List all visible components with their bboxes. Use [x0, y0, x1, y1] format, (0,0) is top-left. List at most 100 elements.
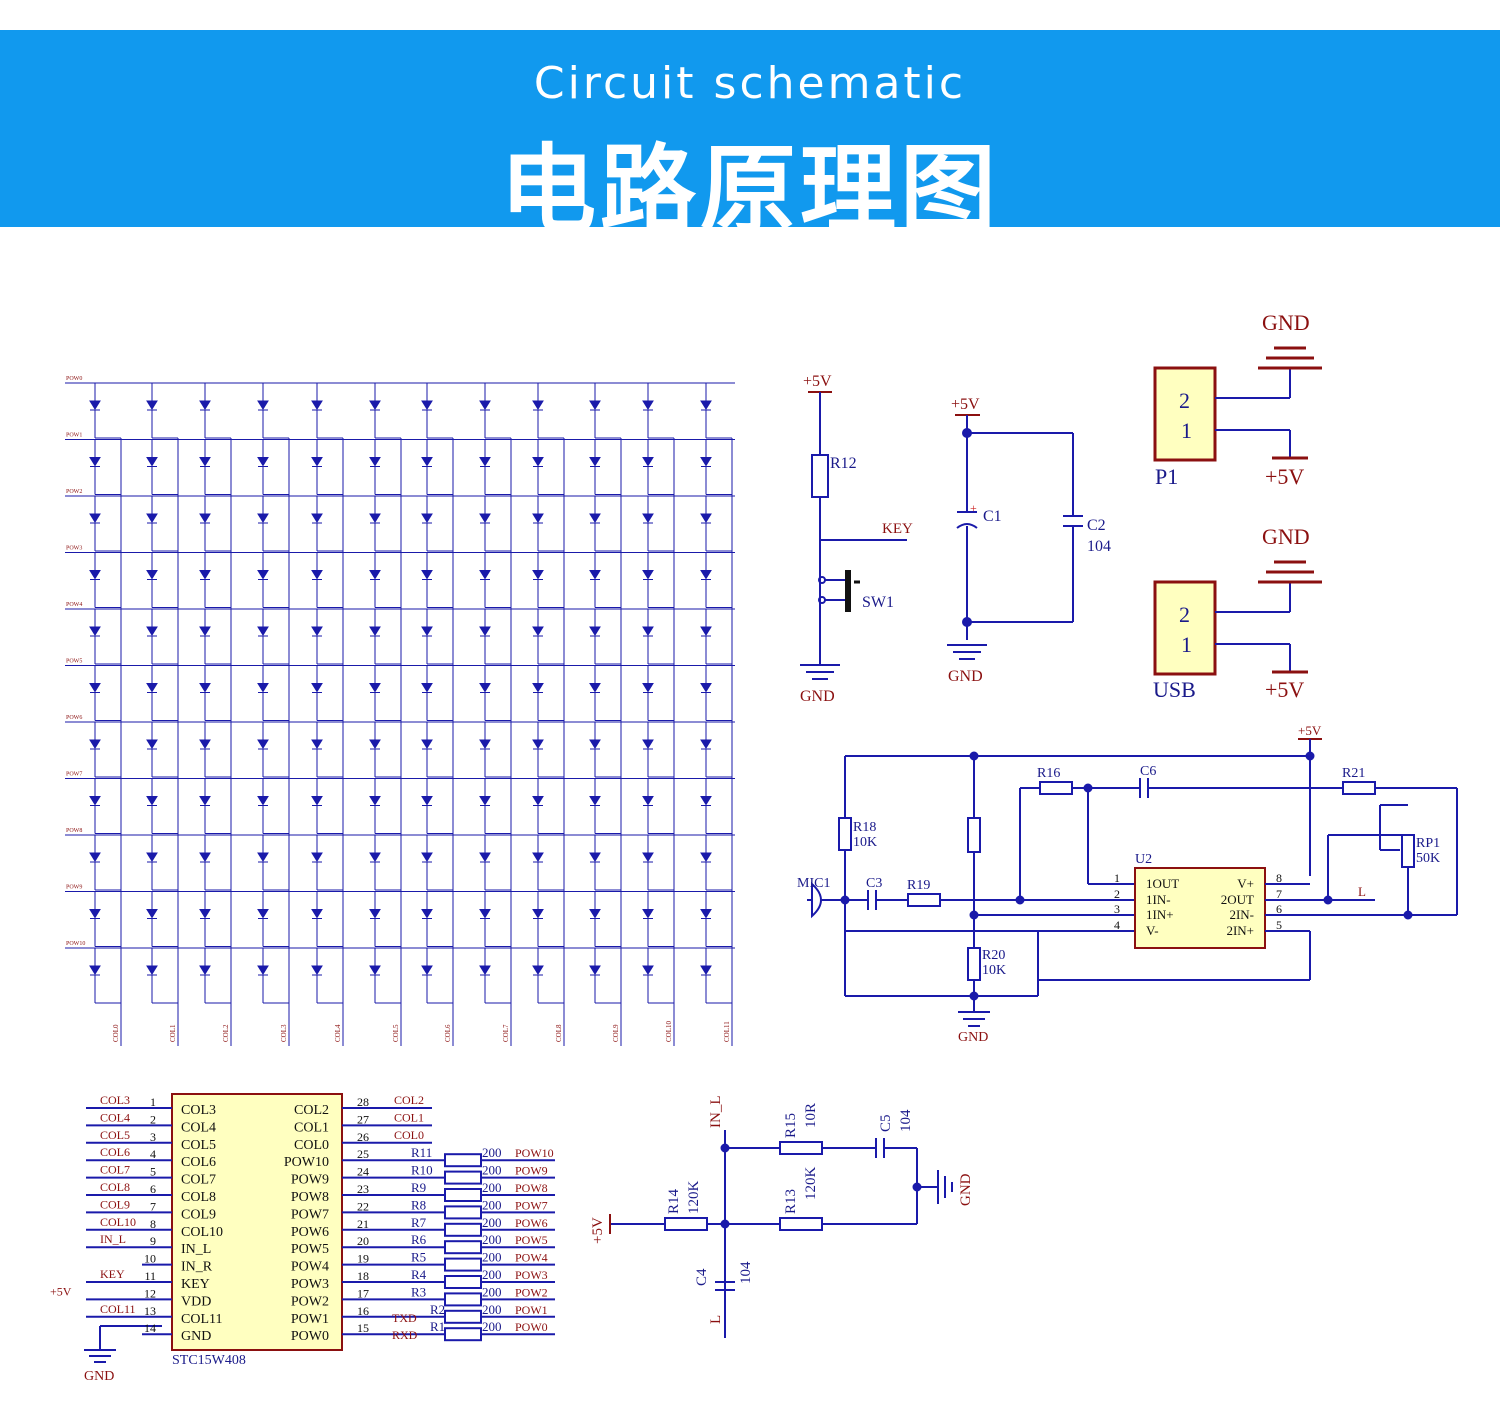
mcu-resistor: [444, 1170, 482, 1185]
mcu-resistor: [444, 1188, 482, 1202]
led-diode: [199, 570, 211, 580]
led-diode: [146, 513, 158, 523]
mcu-left-net: COL11: [100, 1302, 136, 1316]
u2-pin-function: V-: [1146, 923, 1159, 938]
led-diode: [146, 965, 158, 975]
led-diode: [199, 457, 211, 467]
u2-pin-number: 4: [1114, 918, 1120, 932]
mcu-left-pin: 3: [150, 1130, 156, 1144]
led-diode: [89, 909, 101, 919]
mcu-right-function: POW7: [291, 1207, 329, 1222]
led-diode: [589, 626, 601, 636]
r20-value: 10K: [982, 963, 1006, 978]
mcu-left-net: COL7: [100, 1163, 130, 1177]
mcu-right-function: POW5: [291, 1242, 329, 1257]
led-diode: [589, 457, 601, 467]
led-diode: [532, 570, 544, 580]
led-diode: [532, 852, 544, 862]
led-diode: [199, 909, 211, 919]
r21-label: R21: [1342, 766, 1365, 781]
r12-label: R12: [830, 455, 857, 472]
led-diode: [257, 570, 269, 580]
u2-label: U2: [1135, 852, 1152, 867]
mic1-label: MIC1: [797, 876, 830, 891]
amp-out-label: L: [1358, 884, 1366, 899]
led-diode: [589, 909, 601, 919]
mcu-resistor-value: 200: [482, 1302, 502, 1317]
matrix-row-label: POW9: [66, 885, 82, 891]
led-diode: [642, 739, 654, 749]
led-diode: [589, 683, 601, 693]
led-diode: [199, 626, 211, 636]
led-diode: [311, 513, 323, 523]
mcu-right-function: POW10: [284, 1155, 329, 1170]
led-diode: [642, 513, 654, 523]
mcu-resistor-label: R8: [411, 1197, 426, 1212]
led-diode: [479, 909, 491, 919]
matrix-col-label: COL4: [334, 1024, 342, 1042]
led-diode: [146, 626, 158, 636]
led-diode: [89, 570, 101, 580]
p1-pin1: 1: [1181, 418, 1192, 443]
led-diode: [89, 852, 101, 862]
p1-vcc: +5V: [1265, 464, 1304, 489]
mcu-right-pin: 16: [357, 1304, 369, 1318]
c6-label: C6: [1140, 764, 1156, 779]
led-diode: [589, 965, 601, 975]
led-diode: [479, 570, 491, 580]
mcu-right-function: COL1: [294, 1120, 329, 1135]
led-diode: [369, 457, 381, 467]
mcu-right-net: COL0: [394, 1128, 424, 1142]
mcu-resistor-value: 200: [482, 1319, 502, 1334]
mcu-right-net: COL2: [394, 1093, 424, 1107]
mcu-gnd-label: GND: [84, 1369, 114, 1384]
led-diode: [369, 626, 381, 636]
mcu-resistor-value: 200: [482, 1250, 502, 1265]
c3-label: C3: [866, 876, 882, 891]
mcu-left-net: IN_L: [100, 1232, 126, 1246]
usb-gnd: GND: [1262, 524, 1310, 549]
key-net-label: KEY: [882, 521, 913, 537]
led-diode: [532, 965, 544, 975]
mcu-right-net: POW5: [515, 1233, 548, 1247]
usb-name: USB: [1153, 677, 1196, 702]
key-circuit: +5V R12 KEY SW1 GND: [800, 373, 913, 705]
cap-circuit: +5V + C1 C2 104 GND: [947, 396, 1111, 685]
mcu-left-net: KEY: [100, 1267, 125, 1281]
c4-value: 104: [738, 1261, 754, 1284]
led-diode: [89, 457, 101, 467]
led-diode: [369, 965, 381, 975]
led-diode: [89, 796, 101, 806]
r14-value: 120K: [686, 1181, 702, 1215]
mcu-left-pin: 5: [150, 1165, 156, 1179]
u2-pin-function: 1IN+: [1146, 907, 1174, 922]
led-diode: [479, 626, 491, 636]
rp1-label: RP1: [1416, 836, 1440, 851]
title-banner: Circuit schematic 电路原理图: [0, 30, 1500, 246]
mcu-left-pin: 11: [144, 1269, 156, 1283]
mcu-right-pin: 18: [357, 1269, 369, 1283]
mcu-right-function: POW0: [291, 1329, 329, 1344]
led-diode: [421, 852, 433, 862]
matrix-col-label: COL11: [723, 1021, 731, 1042]
led-diode: [700, 513, 712, 523]
amp-vcc-label: +5V: [1298, 723, 1322, 738]
matrix-col-label: COL6: [444, 1024, 452, 1042]
led-diode: [421, 796, 433, 806]
mcu-right-net: POW2: [515, 1285, 548, 1299]
mcu-left-function: COL4: [181, 1120, 216, 1135]
mcu-extra-net: TXD: [392, 1311, 417, 1325]
mcu-left-function: COL11: [181, 1312, 222, 1327]
led-diode: [479, 400, 491, 410]
led-diode: [700, 852, 712, 862]
p1-pin2: 2: [1179, 388, 1190, 413]
r16-label: R16: [1037, 766, 1060, 781]
led-diode: [311, 852, 323, 862]
led-diode: [421, 909, 433, 919]
led-diode: [532, 796, 544, 806]
mcu-right-net: POW4: [515, 1251, 548, 1265]
led-diode: [532, 513, 544, 523]
led-diode: [146, 683, 158, 693]
